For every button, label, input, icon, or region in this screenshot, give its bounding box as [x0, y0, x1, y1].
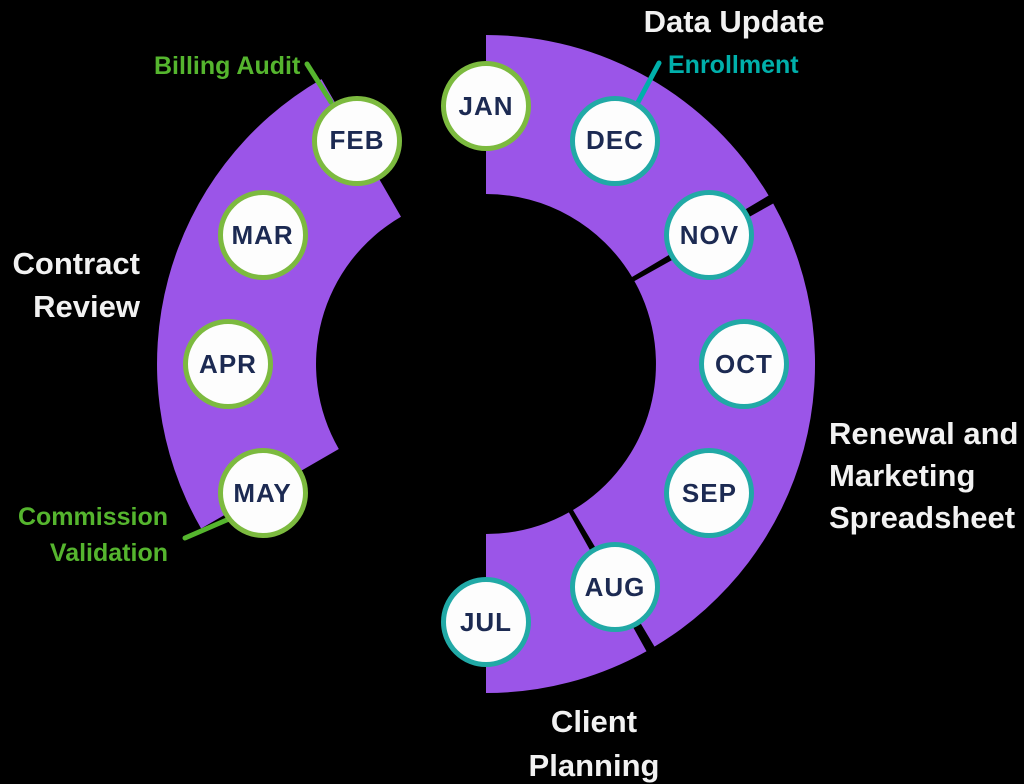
- month-label-dec: DEC: [586, 125, 644, 156]
- month-label-sep: SEP: [681, 477, 737, 508]
- enrollment-leader-line: [633, 60, 662, 109]
- section-label-renewal-marketing: Renewal and Marketing Spreadsheet: [829, 413, 1019, 539]
- arc-contract-review: [157, 79, 401, 529]
- client-planning-line1: Client: [550, 704, 638, 739]
- month-circle-mar: MAR: [217, 190, 308, 280]
- month-circle-may: MAY: [217, 448, 308, 538]
- month-circle-jul: JUL: [441, 577, 531, 667]
- month-circle-oct: OCT: [699, 319, 789, 409]
- month-circle-nov: NOV: [664, 190, 755, 280]
- callout-label-commission-validation: Commission Validation: [18, 499, 168, 571]
- month-circle-sep: SEP: [664, 448, 755, 538]
- client-planning-line2: Planning: [528, 748, 660, 783]
- renewal-line1: Renewal and: [829, 416, 1019, 451]
- month-label-jul: JUL: [459, 606, 513, 637]
- callout-label-enrollment: Enrollment: [668, 51, 799, 79]
- month-circle-dec: DEC: [570, 95, 660, 186]
- arc-renewal-marketing: [573, 203, 816, 647]
- arc-client-planning: [486, 512, 647, 693]
- commission-leader-line: [182, 516, 232, 541]
- month-label-mar: MAR: [231, 219, 294, 250]
- month-label-nov: NOV: [679, 219, 740, 250]
- renewal-line2: Marketing: [829, 458, 976, 493]
- callout-label-billing-audit: Billing Audit: [154, 52, 301, 80]
- billing-audit-leader-line: [304, 61, 334, 105]
- commission-line2: Validation: [49, 539, 168, 567]
- month-label-aug: AUG: [584, 571, 646, 602]
- contract-review-line2: Review: [33, 289, 140, 324]
- month-label-apr: APR: [199, 348, 257, 379]
- section-label-client-planning: Client Planning: [529, 700, 660, 784]
- month-circle-aug: AUG: [570, 542, 660, 633]
- section-label-data-update: Data Update: [643, 4, 825, 39]
- month-label-jan: JAN: [458, 90, 514, 121]
- renewal-line3: Spreadsheet: [829, 500, 1016, 535]
- month-label-oct: OCT: [715, 348, 773, 379]
- contract-review-line1: Contract: [12, 246, 140, 281]
- month-circle-jan: JAN: [441, 61, 531, 151]
- month-circle-feb: FEB: [312, 95, 402, 186]
- section-label-contract-review: Contract Review: [13, 242, 140, 328]
- month-circle-apr: APR: [183, 319, 273, 409]
- month-label-feb: FEB: [329, 125, 385, 156]
- commission-line1: Commission: [17, 503, 168, 531]
- month-label-may: MAY: [233, 477, 292, 508]
